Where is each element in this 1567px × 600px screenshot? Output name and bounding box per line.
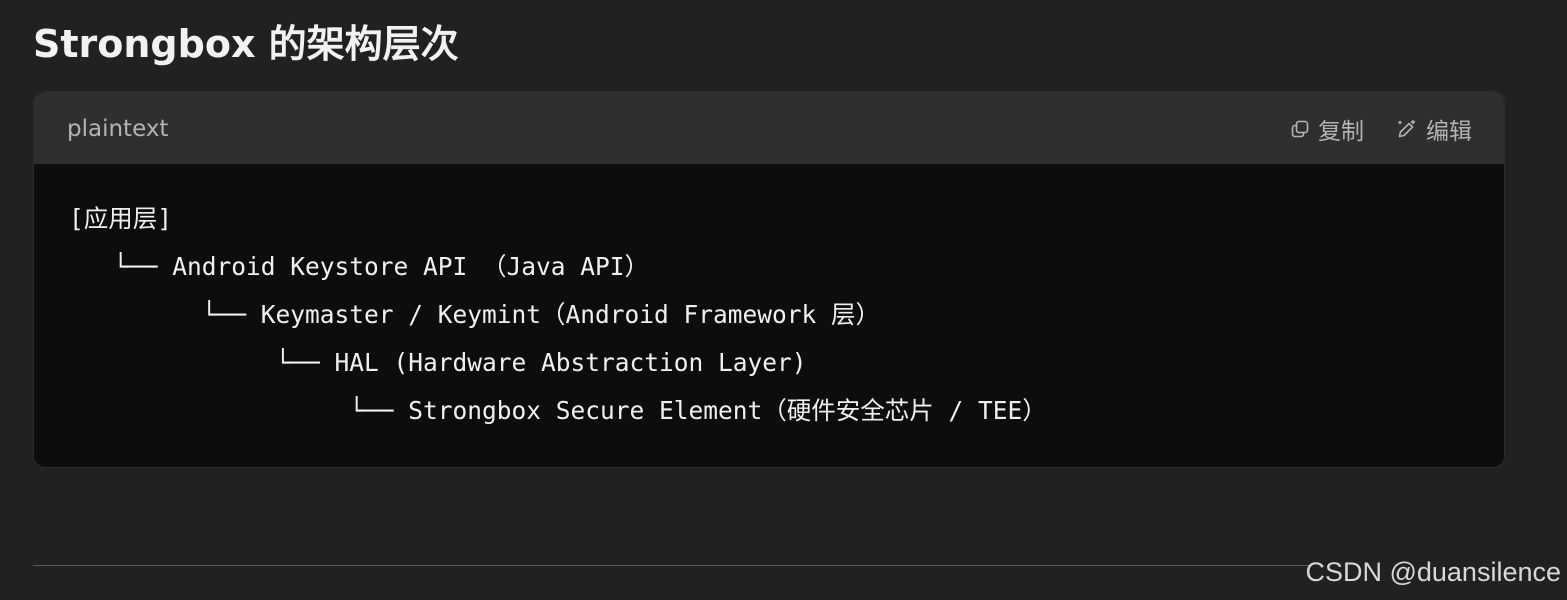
code-block-actions: 复制 编辑 <box>1290 92 1472 166</box>
copy-button[interactable]: 复制 <box>1290 112 1364 146</box>
code-line: └── HAL (Hardware Abstraction Layer) <box>69 348 807 377</box>
code-language-label: plaintext <box>67 116 169 142</box>
copy-button-label: 复制 <box>1318 119 1364 145</box>
code-line: └── Keymaster / Keymint（Android Framewor… <box>69 300 881 329</box>
code-line: └── Android Keystore API （Java API） <box>69 252 650 281</box>
watermark: CSDN @duansilence <box>1305 557 1561 587</box>
code-line: └── Strongbox Secure Element（硬件安全芯片 / TE… <box>69 396 1047 425</box>
edit-button-label: 编辑 <box>1426 119 1472 145</box>
code-block-body: [应用层] └── Android Keystore API （Java API… <box>34 164 1504 467</box>
edit-button[interactable]: 编辑 <box>1396 112 1472 146</box>
code-block-header: plaintext 复制 编辑 <box>34 92 1504 164</box>
copy-icon <box>1290 119 1310 139</box>
page-title: Strongbox 的架构层次 <box>33 22 459 66</box>
code-block: plaintext 复制 编辑 <box>33 91 1505 468</box>
code-line: [应用层] <box>69 204 173 233</box>
horizontal-divider <box>33 565 1309 566</box>
edit-pen-icon <box>1396 118 1418 140</box>
